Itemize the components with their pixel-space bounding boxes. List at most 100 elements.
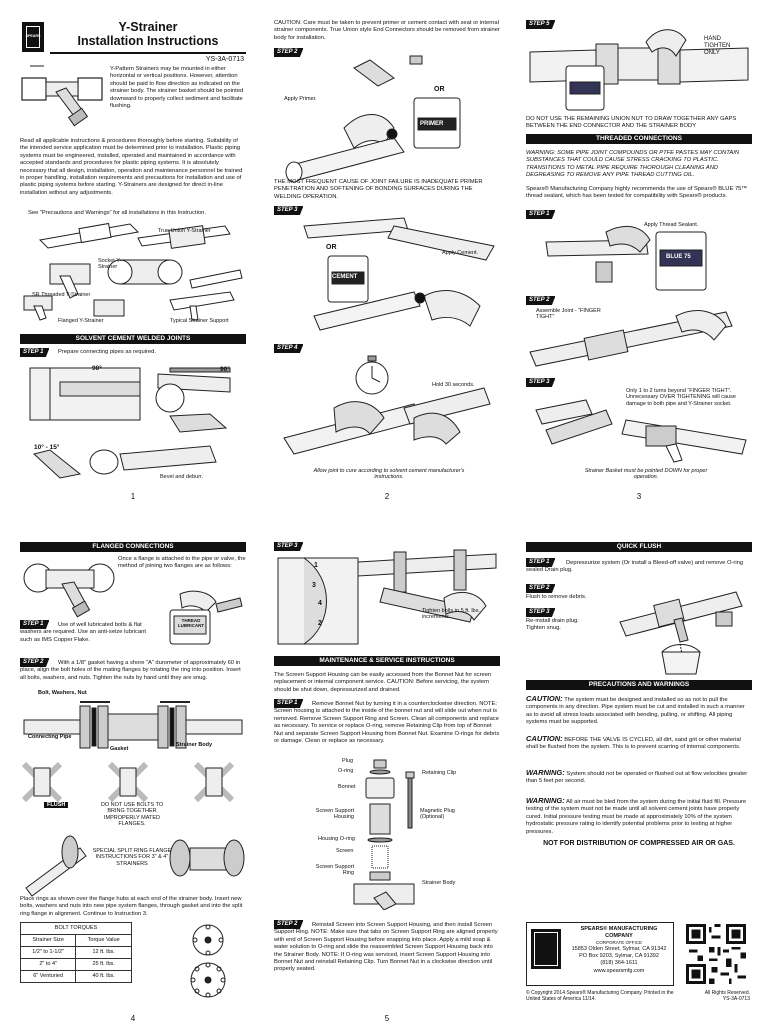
company-box: SPEARS® MANUFACTURING COMPANY CORPORATE … — [526, 922, 674, 986]
label-support: Typical Strainer Support — [170, 318, 229, 324]
sealant-illustration — [526, 212, 752, 296]
misaligned-flanges-illustration — [20, 760, 246, 804]
failure-note: THE MOST FREQUENT CAUSE OF JOINT FAILURE… — [274, 179, 483, 200]
step-1-text: Remove Bonnet Nut by turning it in a cou… — [274, 701, 500, 745]
caution-1: CAUTION: The system must be designed and… — [526, 694, 745, 726]
qr-code[interactable] — [686, 924, 746, 984]
warning-1: WARNING: System should not be operated o… — [526, 768, 748, 785]
assemble-label: Assemble Joint - “FINGER TIGHT” — [536, 308, 601, 321]
panel-5: STEP 3 1 2 3 4 Tighten bolts in 5 ft. lb… — [274, 540, 500, 1024]
cement-illustration — [274, 206, 500, 346]
page-number-3: 3 — [636, 492, 642, 501]
torque-illustration — [274, 548, 500, 650]
label-socket: Socket Y-Strainer — [98, 258, 122, 271]
bolt-number: 2 — [318, 620, 322, 627]
address-po-box: PO Box 9203, Sylmar, CA 91392 — [579, 953, 659, 960]
angle-label-1: 90° — [92, 365, 102, 372]
thread-warning: WARNING: SOME PIPE JOINT COMPOUNDS OR PT… — [526, 150, 740, 179]
phone-number: (818) 364-1611 — [600, 960, 638, 967]
step-1-badge: STEP 1 — [526, 558, 556, 567]
part-oring: O-ring — [338, 768, 354, 774]
step-1-text: Use of well lubricated bolts & flat wash… — [20, 622, 146, 643]
intro-text: Y-Pattern Strainers may be mounted in ei… — [110, 66, 244, 110]
flange-assembly-illustration — [20, 690, 246, 760]
panel-2: CAUTION: Care must be taken to prevent p… — [274, 18, 500, 502]
table-row: 2" to 4"25 ft. lbs. — [20, 958, 132, 971]
wrench-illustration — [526, 380, 752, 464]
flush-step-2-text: Flush to remove debris. — [526, 594, 587, 600]
caution-text: CAUTION: Care must be taken to prevent p… — [274, 20, 500, 41]
cut-pipe-illustration — [20, 358, 246, 480]
step-2-badge: STEP 2 — [274, 48, 304, 57]
hold-illustration — [274, 348, 500, 466]
exploded-view-illustration — [334, 758, 464, 911]
rings-note: Place rings as shown over the flange hub… — [20, 896, 243, 917]
strainer-illustration — [20, 56, 105, 128]
apply-sealant-label: Apply Thread Sealant. — [644, 222, 699, 228]
lube-illustration — [160, 584, 246, 646]
step-1-text: Prepare connecting pipes as required. — [58, 349, 156, 355]
tighten-note: Tighten bolts in 5 ft. lbs. increments. — [422, 608, 480, 621]
step-3-badge: STEP 3 — [526, 608, 556, 617]
turns-note: Only 1 to 2 turns beyond “FINGER TIGHT”.… — [626, 388, 736, 407]
assemble-illustration — [526, 302, 752, 376]
caution-2: CAUTION: BEFORE THE VALVE IS CYCLED, all… — [526, 734, 741, 751]
section-flanged: FLANGED CONNECTIONS — [20, 542, 246, 552]
doc-code: YS-3A-0713 — [205, 56, 244, 63]
union-note: DO NOT USE THE REMAINING UNION NUT TO DR… — [526, 116, 737, 130]
step-2-badge: STEP 2 — [20, 658, 50, 667]
step-3-badge: STEP 3 — [274, 542, 304, 551]
corporate-office: CORPORATE OFFICE — [596, 940, 642, 946]
strainer-types-illustration — [20, 220, 246, 328]
part-screen-support-housing: Screen Support Housing — [315, 808, 354, 821]
section-threaded: THREADED CONNECTIONS — [526, 134, 752, 144]
label-flanged: Flanged Y-Strainer — [58, 318, 104, 324]
bolt-number: 1 — [314, 562, 318, 569]
step-1-badge: STEP 1 — [20, 348, 50, 357]
not-for-distribution: NOT FOR DISTRIBUTION OF COMPRESSED AIR O… — [543, 840, 735, 847]
website-link[interactable]: www.spearsmfg.com — [593, 967, 645, 974]
bolt-torque-table: BOLT TORQUES Strainer Size Torque Value … — [20, 922, 132, 983]
blue75-recommend: Spears® Manufacturing Company highly rec… — [526, 186, 748, 200]
part-screen-support-ring: Screen Support Ring — [315, 864, 354, 877]
cement-can-label: CEMENT — [332, 274, 358, 280]
or-label-2: OR — [326, 244, 337, 251]
logo-text: SPEARS — [25, 34, 41, 38]
section-maintenance: MAINTENANCE & SERVICE INSTRUCTIONS — [274, 656, 500, 666]
see-note: See “Precautions and Warnings” for all i… — [28, 210, 206, 216]
body-label: Strainer Body — [176, 742, 213, 748]
page-number-4: 4 — [130, 1014, 136, 1023]
step-1-badge: STEP 1 — [20, 620, 50, 629]
flush-label: FLUSH — [44, 802, 69, 809]
primer-can-label: PRIMER — [420, 121, 444, 127]
footer-rights: All Rights Reserved. YS-3A-0713 — [704, 990, 750, 1003]
body-text: Read all applicable instructions & proce… — [20, 138, 243, 196]
table-title: BOLT TORQUES — [20, 922, 132, 935]
page-number-2: 2 — [384, 492, 390, 501]
flanged-strainer-illustration — [22, 554, 118, 624]
panel-3: STEP 5 HAND TIGHTEN ONLY DO NOT USE THE … — [526, 18, 752, 502]
panel-6: QUICK FLUSH STEP 1 Depressurize system (… — [526, 540, 752, 1024]
flush-step-3-text: Re-install drain plug. Tighten snug. — [526, 618, 579, 632]
cure-note: Allow joint to cure according to solvent… — [313, 468, 465, 481]
step-2-text: With a 1/8" gasket having a shore “A” du… — [20, 660, 241, 681]
apply-primer-label: Apply Primer. — [284, 96, 317, 102]
split-ring-note: SPECIAL SPLIT RING FLANGE INSTRUCTIONS F… — [92, 848, 172, 867]
gasket-label: Gasket — [110, 746, 129, 752]
part-screen: Screen — [336, 848, 354, 854]
bolt-number: 4 — [318, 600, 322, 607]
apply-cement-label: Apply Cement. — [442, 250, 479, 256]
step-3-badge: STEP 3 — [274, 206, 304, 215]
step-2-badge: STEP 2 — [274, 920, 304, 929]
title-rule — [50, 52, 246, 54]
angle-label-2: 90° — [220, 366, 230, 373]
company-name: SPEARS® MANUFACTURING COMPANY — [580, 926, 658, 940]
section-precautions: PRECAUTIONS AND WARNINGS — [526, 680, 752, 690]
table-row: 1/2" to 1-1/2"12 ft. lbs. — [20, 946, 132, 959]
part-plug: Plug — [342, 758, 354, 764]
panel-1: SPEARS Y-Strainer Installation Instructi… — [20, 18, 246, 502]
company-logo — [531, 929, 561, 969]
page-title: Y-Strainer Installation Instructions — [77, 20, 219, 49]
or-label-1: OR — [434, 86, 445, 93]
